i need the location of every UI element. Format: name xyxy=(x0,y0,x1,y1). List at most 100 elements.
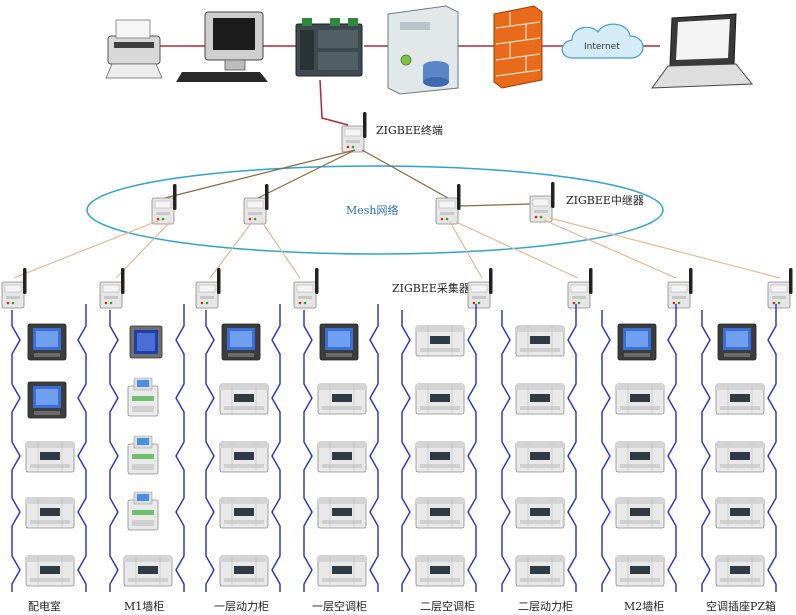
mesh-links xyxy=(164,149,531,207)
meter-icon xyxy=(25,441,75,473)
zigbee-collector-icon xyxy=(567,267,593,309)
bus-line xyxy=(303,310,313,592)
bus-line xyxy=(369,304,379,592)
meter-icon xyxy=(515,325,565,357)
switch-icon xyxy=(295,18,363,77)
meter-icon xyxy=(515,497,565,529)
bus-line xyxy=(767,304,777,592)
meter-icon xyxy=(25,497,75,529)
meter-icon xyxy=(415,555,465,587)
column-label: 一层动力柜 xyxy=(214,600,269,613)
meter-icon xyxy=(415,497,465,529)
cloud-icon xyxy=(561,23,644,59)
zigbee-collector-icon xyxy=(767,267,793,309)
meter-icon xyxy=(317,497,367,529)
bus-line xyxy=(501,310,511,592)
bus-line xyxy=(401,310,411,592)
meter-column xyxy=(701,267,793,592)
zigbee-mesh-node-2 xyxy=(243,183,269,225)
meter-columns xyxy=(1,267,793,592)
meter-icon xyxy=(127,377,159,417)
meter-icon xyxy=(25,555,75,587)
meter-icon xyxy=(219,497,269,529)
workstation-icon xyxy=(176,11,268,82)
zigbee-mesh-node-3 xyxy=(435,183,461,225)
meter-icon xyxy=(127,435,159,475)
column-label: M2墙柜 xyxy=(624,599,664,613)
bus-line xyxy=(77,304,87,592)
meter-icon xyxy=(123,555,173,587)
meter-icon xyxy=(317,441,367,473)
meter-icon xyxy=(515,555,565,587)
zigbee-collector-icon xyxy=(99,267,125,309)
meter-icon xyxy=(317,383,367,415)
column-label: 二层空调柜 xyxy=(420,599,475,613)
bus-line xyxy=(701,310,711,592)
bus-line xyxy=(667,304,677,592)
bus-line xyxy=(567,304,577,592)
meter-column xyxy=(99,267,185,592)
meter-icon xyxy=(615,555,665,587)
bus-line xyxy=(271,304,281,592)
zigbee-collector-icon xyxy=(667,267,693,309)
column-label: M1墙柜 xyxy=(124,599,164,613)
meter-icon xyxy=(219,441,269,473)
zigbee-collector-icon xyxy=(195,267,221,309)
meter-icon xyxy=(715,383,765,415)
zigbee-repeater-icon xyxy=(529,181,555,223)
meter-icon xyxy=(317,555,367,587)
meter-column xyxy=(293,267,379,592)
server-icon xyxy=(387,5,459,95)
zigbee-mesh-node-1 xyxy=(151,183,177,225)
meter-icon xyxy=(221,323,261,361)
firewall-icon xyxy=(493,5,543,89)
meter-icon xyxy=(715,555,765,587)
mesh-network-ellipse xyxy=(86,165,664,255)
column-label: 二层动力柜 xyxy=(518,600,573,613)
column-label: 一层空调柜 xyxy=(312,599,367,613)
meter-icon xyxy=(717,323,757,361)
bus-line xyxy=(601,310,611,592)
meter-column xyxy=(401,267,493,592)
meter-icon xyxy=(127,491,159,531)
zigbee-collector-label: ZIGBEE采集器 xyxy=(392,281,470,295)
meter-icon xyxy=(715,441,765,473)
meter-icon xyxy=(129,325,163,359)
column-label: 空调插座PZ箱 xyxy=(706,599,776,613)
meter-icon xyxy=(615,497,665,529)
meter-icon xyxy=(715,497,765,529)
meter-icon xyxy=(515,383,565,415)
column-label: 配电室 xyxy=(28,599,61,613)
meter-column xyxy=(501,267,593,592)
bus-line xyxy=(467,304,477,592)
meter-icon xyxy=(27,323,67,361)
bus-line xyxy=(11,310,21,592)
bus-line xyxy=(175,304,185,592)
meter-icon xyxy=(615,441,665,473)
meter-icon xyxy=(617,323,657,361)
meter-icon xyxy=(219,555,269,587)
column-labels: 配电室 M1墙柜 一层动力柜 一层空调柜 二层空调柜 二层动力柜 M2墙柜 空调… xyxy=(28,599,776,613)
bus-line xyxy=(205,310,215,592)
meter-column xyxy=(601,267,693,592)
meter-icon xyxy=(615,383,665,415)
zigbee-terminal-icon xyxy=(341,111,367,153)
bus-line xyxy=(109,310,119,592)
collector-links xyxy=(13,217,781,279)
meter-icon xyxy=(27,381,67,419)
meter-icon xyxy=(415,383,465,415)
meter-icon xyxy=(515,441,565,473)
mesh-network-label: Mesh网络 xyxy=(346,203,399,217)
zigbee-repeater-label: ZIGBEE中继器 xyxy=(566,194,644,207)
meter-icon xyxy=(319,323,359,361)
meter-icon xyxy=(415,441,465,473)
meter-column xyxy=(195,267,281,592)
meter-icon xyxy=(219,383,269,415)
zigbee-terminal-label: ZIGBEE终端 xyxy=(376,123,443,137)
laptop-icon xyxy=(650,13,754,89)
internet-label: Internet xyxy=(584,42,620,52)
meter-icon xyxy=(415,325,465,357)
meter-column xyxy=(1,267,87,592)
printer-icon xyxy=(105,19,163,79)
